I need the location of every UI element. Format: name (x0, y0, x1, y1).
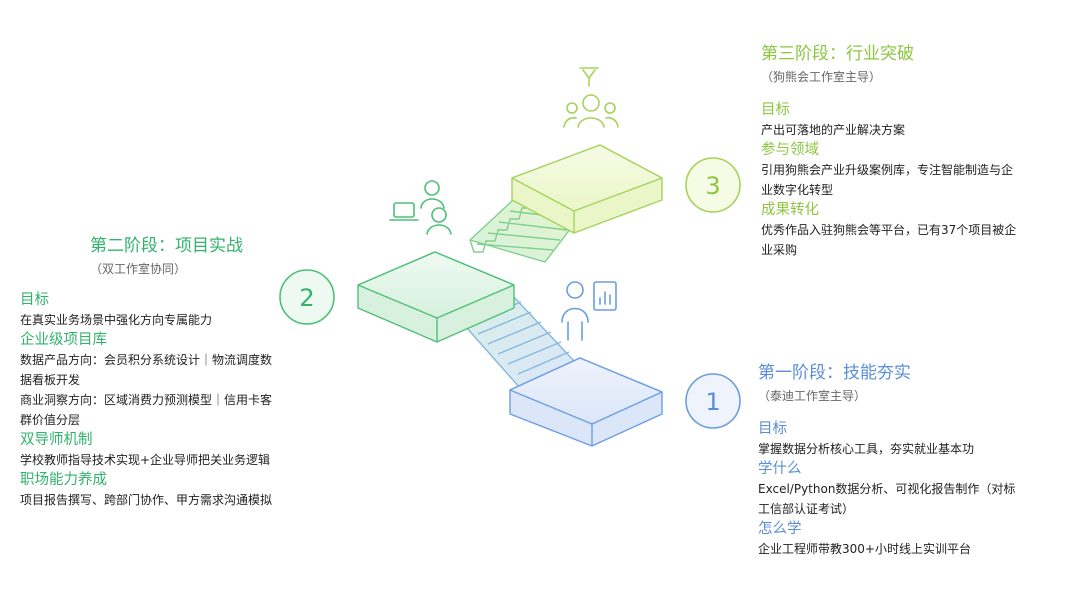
stage1-subtitle: （泰迪工作室主导） (758, 389, 867, 403)
stage3-block: 第三阶段：行业突破 （狗熊会工作室主导） 目标 产出可落地的产业解决方案 参与领… (761, 43, 1061, 260)
stage2-number-badge: 2 (279, 269, 335, 325)
stage3-outcome-line-1: 优秀作品入驻狗熊会等平台，已有37个项目被企 (761, 223, 1017, 237)
stage2-mentor-heading: 双导师机制 (20, 432, 93, 448)
platform-2 (357, 251, 515, 343)
stage2-goal-heading: 目标 (20, 292, 49, 308)
stage1-method-text: 企业工程师带教300+小时线上实训平台 (758, 542, 971, 556)
stage1-method-heading: 怎么学 (758, 521, 802, 537)
stage2-number: 2 (299, 284, 314, 312)
stage1-block: 第一阶段：技能夯实 （泰迪工作室主导） 目标 掌握数据分析核心工具，夯实就业基本… (758, 362, 1058, 559)
stage1-number: 1 (705, 388, 720, 416)
stage1-learn-line-2: 工信部认证考试） (758, 502, 855, 516)
staircase-illustration: 3 2 1 (279, 67, 741, 447)
stage3-domain-heading: 参与领域 (761, 142, 819, 158)
stage2-projects-heading: 企业级项目库 (20, 332, 107, 348)
presenter-with-chart-icon (561, 281, 617, 341)
stage1-number-badge: 1 (685, 373, 741, 429)
stage3-number: 3 (705, 172, 720, 200)
stage2-projects-line-1: 数据产品方向：会员积分系统设计｜物流调度数 (20, 353, 273, 367)
stage2-goal-text: 在真实业务场景中强化方向专属能力 (20, 313, 213, 327)
stage3-subtitle: （狗熊会工作室主导） (761, 70, 882, 84)
team-with-trophy-icon (563, 67, 619, 128)
platform-3 (511, 144, 663, 234)
stage2-projects-line-4: 群价值分层 (20, 413, 81, 427)
stage3-outcome-heading: 成果转化 (761, 202, 819, 218)
stage3-number-badge: 3 (685, 157, 741, 213)
stage1-goal-text: 掌握数据分析核心工具，夯实就业基本功 (758, 442, 975, 456)
stage2-mentor-text: 学校教师指导技术实现+企业导师把关业务逻辑 (20, 453, 271, 467)
stage2-block: 第二阶段：项目实战 （双工作室协同） 目标 在真实业务场景中强化方向专属能力 企… (20, 235, 320, 510)
stage3-goal-heading: 目标 (761, 102, 790, 118)
platform-1 (509, 357, 663, 447)
stage2-projects-line-3: 商业洞察方向：区域消费力预测模型｜信用卡客 (20, 393, 273, 407)
stage2-career-text: 项目报告撰写、跨部门协作、甲方需求沟通模拟 (20, 493, 273, 507)
stage3-goal-text: 产出可落地的产业解决方案 (761, 123, 906, 137)
stage3-outcome-line-2: 业采购 (761, 243, 798, 257)
stage1-learn-heading: 学什么 (758, 461, 802, 477)
people-with-laptop-icon (389, 180, 452, 235)
stage2-title: 第二阶段：项目实战 (90, 236, 243, 256)
stage3-domain-line-1: 引用狗熊会产业升级案例库，专注智能制造与企 (761, 163, 1014, 177)
stage2-subtitle: （双工作室协同） (90, 262, 187, 276)
stage1-title: 第一阶段：技能夯实 (758, 363, 911, 383)
stage1-goal-heading: 目标 (758, 421, 787, 437)
stage3-domain-line-2: 业数字化转型 (761, 183, 834, 197)
stage3-title: 第三阶段：行业突破 (761, 44, 914, 64)
stage2-career-heading: 职场能力养成 (20, 472, 107, 488)
stage1-learn-line-1: Excel/Python数据分析、可视化报告制作（对标 (758, 482, 1016, 496)
stage2-projects-line-2: 据看板开发 (20, 373, 81, 387)
